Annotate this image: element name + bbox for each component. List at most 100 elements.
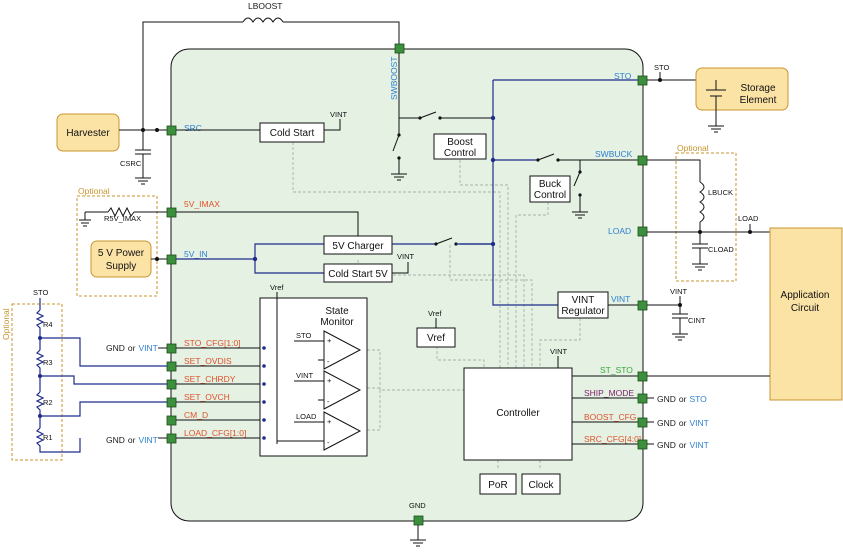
r4-label: R4 xyxy=(43,320,53,329)
5v-imax-pin[interactable] xyxy=(166,207,177,218)
cold-start-5v-label: Cold Start 5V xyxy=(328,269,388,280)
csrc-label: CSRC xyxy=(120,159,142,168)
svg-text:-: - xyxy=(327,397,330,406)
svg-text:VINT: VINT xyxy=(296,371,314,380)
src-cfg-pin[interactable] xyxy=(637,439,648,450)
harvester-label: Harvester xyxy=(66,128,110,139)
vint-regulator-line2: Regulator xyxy=(561,306,605,317)
svg-text:+: + xyxy=(327,336,332,345)
5v-charger-box xyxy=(323,235,393,255)
lbuck-label: LBUCK xyxy=(708,188,733,197)
vint-pin-label: VINT xyxy=(611,294,630,304)
st-sto-label: ST_STO xyxy=(600,365,633,375)
swboost-pin[interactable] xyxy=(394,43,405,54)
application-circuit-line2: Circuit xyxy=(791,303,820,314)
optional-region-5v xyxy=(76,195,158,297)
comparator-sto: + - STO xyxy=(294,330,362,370)
sto-pin[interactable] xyxy=(637,75,648,86)
resistor-ladder xyxy=(35,309,167,453)
swbuck-label: SWBUCK xyxy=(595,149,633,159)
5v-charger-label: 5V Charger xyxy=(332,241,384,252)
sto-net-label: STO xyxy=(654,63,669,72)
storage-element-line1: Storage xyxy=(740,83,775,94)
boost-control-line1: Boost xyxy=(447,137,473,148)
buck-control-box xyxy=(529,175,571,203)
r2-label: R2 xyxy=(43,398,53,407)
control-lines xyxy=(292,142,581,470)
cold-start-box xyxy=(259,122,325,143)
cload-label: CLOAD xyxy=(708,245,734,254)
clock-box xyxy=(521,473,561,495)
clock-label: Clock xyxy=(528,480,554,491)
r3-label: R3 xyxy=(43,358,53,367)
sto-cfg-label: STO_CFG[1:0] xyxy=(184,338,241,348)
storage-element-box xyxy=(695,67,789,111)
lboost-label: LBOOST xyxy=(248,1,282,11)
r5v-imax-label: R5V_IMAX xyxy=(104,214,141,223)
cint-label: CINT xyxy=(688,316,706,325)
storage-element-line2: Element xyxy=(740,95,777,106)
buck-path xyxy=(536,153,638,219)
swboost-label: SWBOOST xyxy=(389,57,399,100)
vint-net-label-ext: VINT xyxy=(670,287,688,296)
gnd-pin-label: GND xyxy=(409,501,426,510)
svg-text:-: - xyxy=(327,438,330,447)
svg-text:LOAD: LOAD xyxy=(296,412,317,421)
swbuck-pin[interactable] xyxy=(637,155,648,166)
state-monitor-line2: Monitor xyxy=(320,317,354,328)
set-ovdis-label: SET_OVDIS xyxy=(184,356,232,366)
ship-mode-pin[interactable] xyxy=(637,393,648,404)
gnd-pin[interactable] xyxy=(413,515,424,526)
cold-start-vint: VINT xyxy=(330,110,348,119)
optional-label-buck: Optional xyxy=(677,143,709,153)
set-chrdy-label: SET_CHRDY xyxy=(184,374,236,384)
load-net-label: LOAD xyxy=(738,214,759,223)
buck-control-line2: Control xyxy=(534,190,566,201)
vref-box-label: Vref xyxy=(427,333,445,344)
application-circuit-box xyxy=(769,227,843,401)
sto-pin-label: STO xyxy=(614,71,632,81)
vint-regulator-box xyxy=(557,291,609,319)
src-cfg-label: SRC_CFG[4:0] xyxy=(584,434,641,444)
vint-pin[interactable] xyxy=(637,300,648,311)
set-ovch-label: SET_OVCH xyxy=(184,392,230,402)
r1-label: R1 xyxy=(43,433,53,442)
cold-start-5v-vint: VINT xyxy=(397,252,415,261)
vref-net-label: Vref xyxy=(428,309,442,318)
boost-cfg-pin[interactable] xyxy=(637,417,648,428)
src-pin[interactable] xyxy=(166,125,177,136)
state-monitor-box xyxy=(259,297,368,457)
application-circuit-line1: Application xyxy=(781,290,830,301)
state-monitor-line1: State xyxy=(325,306,349,317)
boost-path: LBOOST SWBOOST xyxy=(142,1,493,181)
svg-text:+: + xyxy=(327,417,332,426)
src-pin-label: SRC xyxy=(184,123,202,133)
optional-region-buck xyxy=(675,152,737,282)
state-monitor-vref: Vref xyxy=(270,283,284,292)
svg-text:-: - xyxy=(327,357,330,366)
harvester-box xyxy=(56,113,120,152)
controller-vint: VINT xyxy=(550,347,568,356)
5v-in-label: 5V_IN xyxy=(184,249,208,259)
buck-control-line1: Buck xyxy=(539,179,562,190)
optional-label-5v: Optional xyxy=(78,186,110,196)
svg-text:+: + xyxy=(327,376,332,385)
5v-imax-label: 5V_IMAX xyxy=(184,199,220,209)
st-sto-pin[interactable] xyxy=(637,371,648,382)
5v-in-pin[interactable] xyxy=(166,254,177,265)
cm-d-label: CM_D xyxy=(184,410,208,420)
load-pin[interactable] xyxy=(637,226,648,237)
vint-regulator-line1: VINT xyxy=(572,295,595,306)
load-cfg-label: LOAD_CFG[1:0] xyxy=(184,428,246,438)
comparator-vint: + - VINT xyxy=(294,370,362,410)
optional-region-resistors xyxy=(11,303,63,461)
controller-label: Controller xyxy=(496,408,540,419)
ship-mode-label: SHIP_MODE xyxy=(584,388,634,398)
optional-label-resistors: Optional xyxy=(1,308,11,340)
boost-control-box xyxy=(433,133,487,160)
